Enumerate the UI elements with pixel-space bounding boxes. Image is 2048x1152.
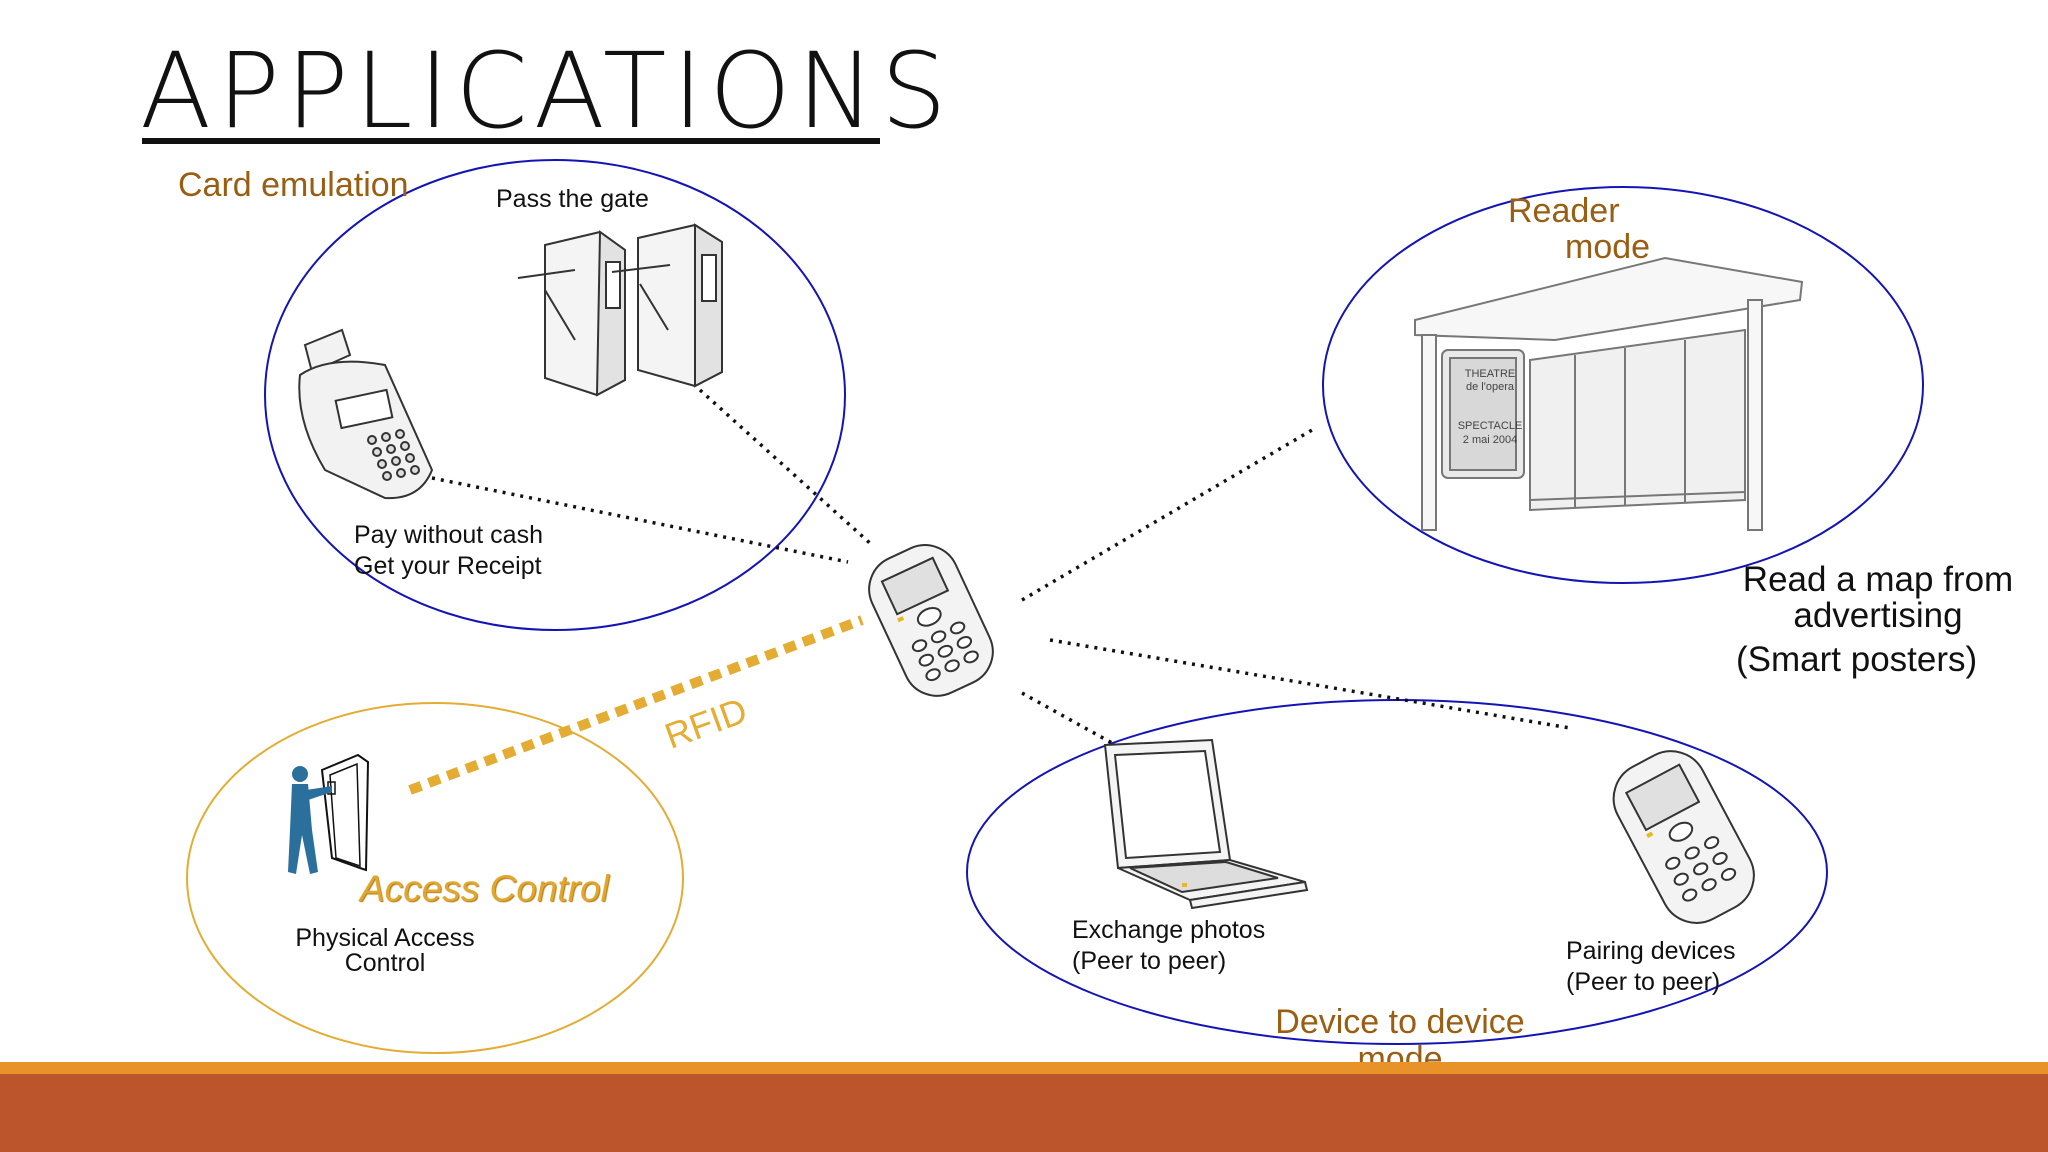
pay-line-2: Get your Receipt [354, 552, 542, 581]
read-map-line-2: advertising [1793, 595, 1963, 635]
poster-text: THEATRE de l'opera SPECTACLE 2 mai 2004 [1440, 368, 1540, 447]
pay-line-1: Pay without cash [354, 521, 543, 549]
exchange-line-2: (Peer to peer) [1072, 947, 1227, 976]
pairing-devices-label: Pairing devices (Peer to peer) [1566, 936, 1736, 999]
connector-lines [431, 388, 1571, 745]
card-emulation-label: Card emulation [178, 166, 409, 204]
payment-terminal-icon [298, 328, 434, 500]
card-emulation-ellipse [264, 159, 846, 631]
rfid-beam [408, 615, 864, 795]
access-control-label: Access Control [360, 868, 609, 909]
bus-shelter-icon [1414, 256, 1804, 531]
read-map-line-1: Read a map from [1742, 560, 2014, 599]
read-map-label: Read a map from advertising [1728, 562, 2028, 633]
physical-access-label: Physical Access Control [285, 926, 485, 976]
pass-gate-label: Pass the gate [496, 185, 649, 213]
footer-bar [0, 1074, 2048, 1152]
poster-line-3: SPECTACLE [1457, 420, 1523, 433]
poster-line-1: THEATRE [1464, 368, 1516, 380]
access-control-ellipse [186, 702, 684, 1054]
pairing-line-2: (Peer to peer) [1566, 968, 1721, 997]
pay-without-cash-label: Pay without cash Get your Receipt [354, 520, 543, 583]
physical-line-2: Control [344, 949, 426, 977]
central-phone-icon [868, 544, 994, 697]
read-map-line-3: (Smart posters) [1736, 640, 1978, 679]
reader-label-line1: Reader [1508, 192, 1620, 230]
physical-line-1: Physical Access [295, 924, 475, 952]
reader-label-line2: mode [1565, 228, 1651, 266]
title-underline [142, 138, 880, 144]
d2d-line-1: Device to device [1275, 1003, 1525, 1041]
page-title: APPLICATIONS [140, 30, 953, 152]
poster-line-2: de l'opera [1466, 381, 1514, 394]
person-door-icon [288, 753, 370, 874]
poster-line-4: 2 mai 2004 [1462, 433, 1518, 446]
footer-accent-bar [0, 1062, 2048, 1074]
exchange-photos-label: Exchange photos (Peer to peer) [1072, 915, 1265, 978]
pairing-phone-icon [1612, 750, 1755, 924]
exchange-line-1: Exchange photos [1072, 916, 1266, 944]
reader-mode-ellipse [1322, 186, 1924, 584]
laptop-icon [1103, 738, 1309, 910]
pairing-line-1: Pairing devices [1566, 937, 1736, 965]
turnstile-gates-icon [517, 223, 723, 397]
